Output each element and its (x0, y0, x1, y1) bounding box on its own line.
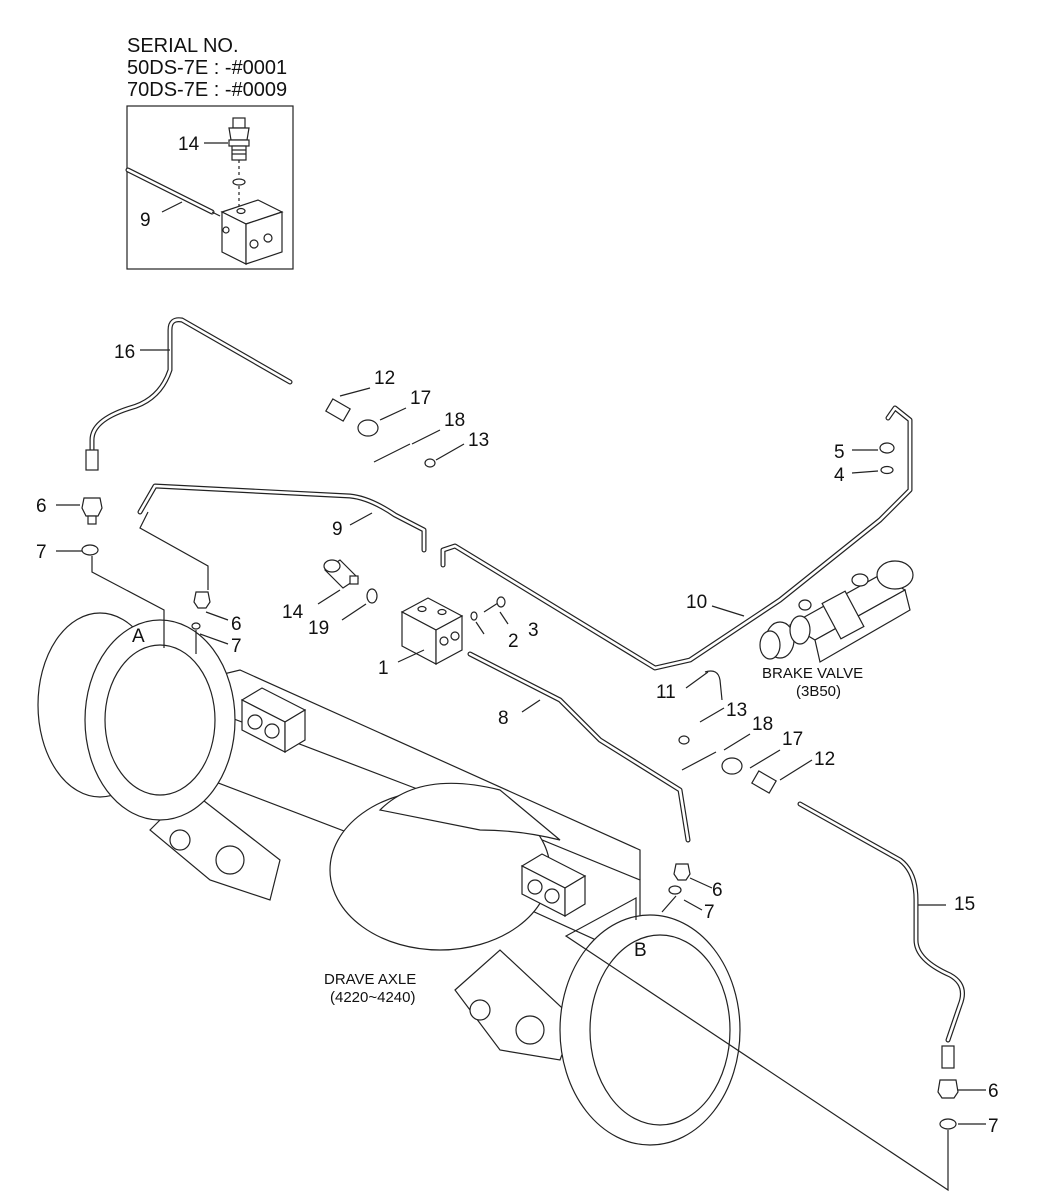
connection-guides (91, 511, 949, 1192)
callout-19: 19 (308, 618, 329, 639)
callout-16: 16 (114, 342, 135, 363)
callout-2: 2 (508, 631, 519, 652)
drive-axle: DRAVE AXLE (4220~4240) (37, 612, 741, 1146)
callout-7-right: 7 (704, 902, 715, 923)
axle-block-left (240, 687, 307, 754)
inset-frame (126, 105, 294, 270)
callout-6-mid: 6 (231, 614, 242, 635)
serial-title: SERIAL NO. (127, 35, 239, 57)
callout-1: 1 (378, 658, 389, 679)
pressure-switch-14 (323, 559, 359, 589)
drive-axle-name: DRAVE AXLE (324, 971, 416, 988)
callout-12-lower: 12 (814, 749, 835, 770)
axle-block-right (520, 853, 587, 918)
marker-a: A (132, 626, 145, 647)
callout-18-lower: 18 (752, 714, 773, 735)
callout-17-lower: 17 (782, 729, 803, 750)
o-rings-7 (81, 544, 957, 1130)
callout-7-left: 7 (36, 542, 47, 563)
drive-axle-ref: (4220~4240) (330, 989, 416, 1006)
callout-13-upper: 13 (468, 430, 489, 451)
brake-pipes (89, 317, 965, 1043)
inset-detail: 14 9 (125, 105, 294, 270)
callout-3: 3 (528, 620, 539, 641)
callout-12-upper: 12 (374, 368, 395, 389)
serial-line-50ds: 50DS-7E : -#0001 (127, 57, 287, 79)
inset-callout-14: 14 (178, 134, 200, 155)
washer-2 (470, 611, 478, 621)
callout-leaders (56, 349, 986, 1125)
o-ring-19 (366, 588, 378, 604)
callout-7-far-right: 7 (988, 1116, 999, 1137)
marker-b: B (634, 940, 647, 961)
callout-13-lower: 13 (726, 700, 747, 721)
right-brake-drum (559, 914, 741, 1146)
serial-line-70ds: 70DS-7E : -#0009 (127, 79, 287, 101)
callout-17-upper: 17 (410, 388, 431, 409)
brake-valve-name: BRAKE VALVE (762, 665, 863, 682)
distribution-block (400, 597, 464, 666)
callout-6-right: 6 (712, 880, 723, 901)
callout-14: 14 (282, 602, 304, 623)
callout-6-left: 6 (36, 496, 47, 517)
brake-valve: BRAKE VALVE (3B50) (759, 560, 914, 700)
callout-4: 4 (834, 465, 845, 486)
callout-10: 10 (686, 592, 707, 613)
callout-11: 11 (656, 682, 676, 703)
callout-15: 15 (954, 894, 975, 915)
brake-valve-ref: (3B50) (796, 683, 841, 700)
callout-5: 5 (834, 442, 845, 463)
callout-18-upper: 18 (444, 410, 465, 431)
bolt-3 (483, 596, 506, 613)
serial-note: SERIAL NO. 50DS-7E : -#0001 70DS-7E : -#… (127, 35, 287, 101)
inset-callout-9: 9 (140, 210, 151, 231)
callout-8: 8 (498, 708, 509, 729)
inset-block (220, 199, 284, 265)
callout-9: 9 (332, 519, 343, 540)
callout-7-mid: 7 (231, 636, 242, 657)
left-brake-drum (37, 612, 236, 821)
inset-pressure-switch (228, 117, 250, 206)
callouts: 16 12 17 18 13 6 7 9 5 4 14 19 2 3 6 7 1… (36, 342, 999, 1137)
callout-6-far-right: 6 (988, 1081, 999, 1102)
fittings (81, 398, 959, 1099)
